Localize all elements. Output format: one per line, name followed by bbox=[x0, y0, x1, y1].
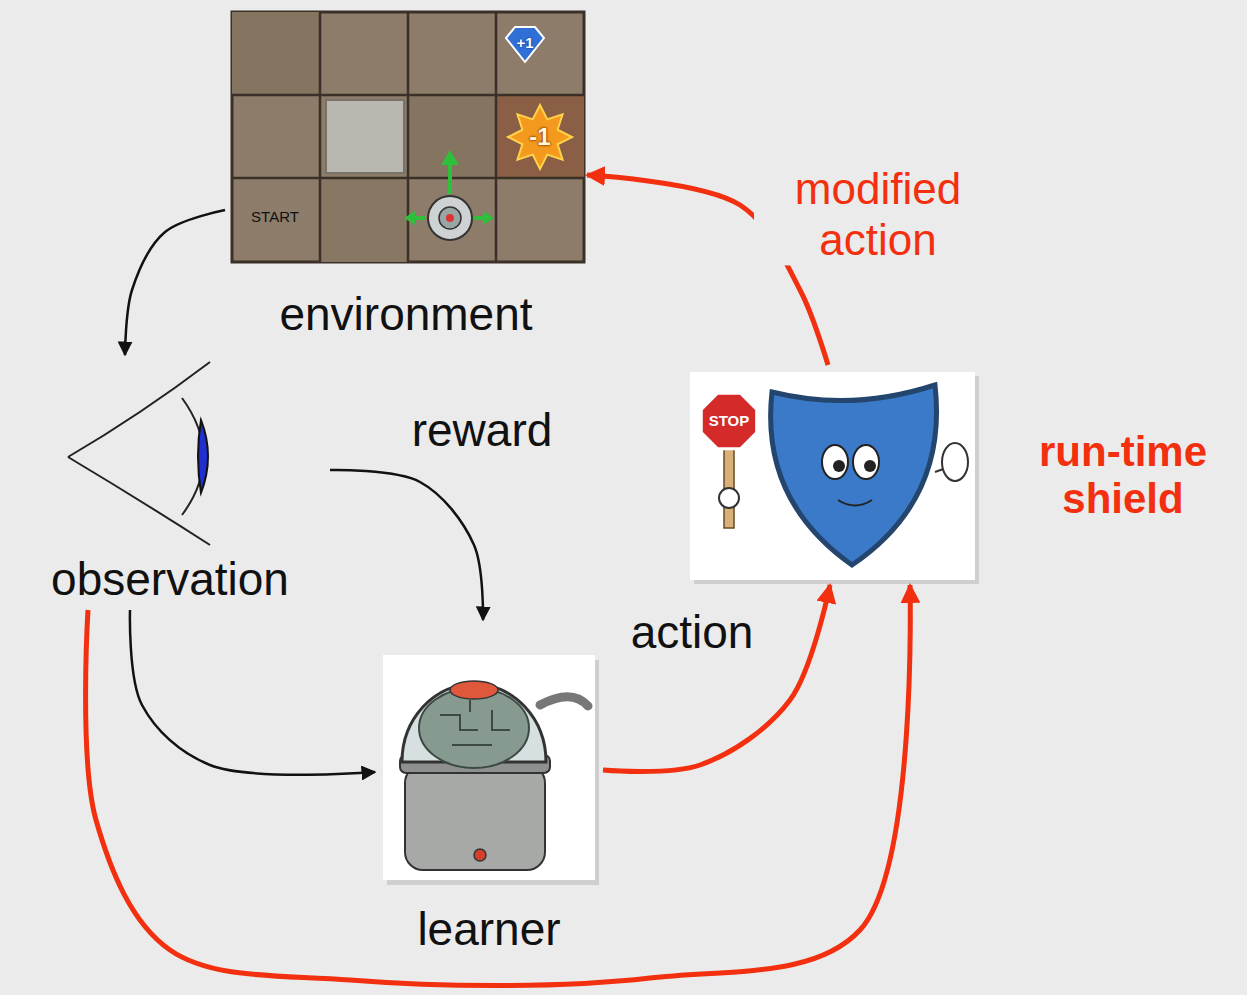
art-line bbox=[474, 216, 484, 220]
art-path bbox=[198, 420, 208, 493]
art-rect bbox=[405, 765, 545, 870]
observation-node: observation bbox=[10, 355, 330, 610]
art-path bbox=[440, 700, 510, 745]
art-circle bbox=[439, 207, 461, 229]
environment-node: environment bbox=[225, 5, 587, 345]
art-ellipse bbox=[419, 688, 529, 768]
art-rect bbox=[320, 178, 408, 262]
art-rect bbox=[383, 655, 595, 880]
art-line bbox=[407, 12, 410, 262]
edge-label-holder: action bbox=[627, 606, 758, 659]
reward-arrow bbox=[330, 470, 483, 620]
art-line bbox=[448, 162, 452, 194]
node-label: run-time shield bbox=[1007, 428, 1239, 522]
art-circle bbox=[833, 460, 845, 472]
penalty-value: -1 bbox=[529, 123, 550, 151]
start-label: START bbox=[251, 208, 299, 225]
art-circle bbox=[428, 196, 472, 240]
edge-label-holder: reward bbox=[408, 404, 557, 457]
observation-arrow bbox=[130, 610, 375, 775]
art-line bbox=[414, 216, 426, 220]
art-line bbox=[319, 12, 322, 262]
art-ellipse bbox=[822, 445, 848, 479]
label-holder: +1 bbox=[516, 34, 533, 51]
art-polygon bbox=[404, 211, 415, 225]
node-label: observation bbox=[51, 554, 289, 606]
art-circle bbox=[474, 849, 486, 861]
art-path bbox=[68, 457, 210, 545]
label-holder: START bbox=[251, 208, 299, 225]
eye-icon bbox=[68, 362, 210, 545]
stop-sign-text: STOP bbox=[709, 412, 750, 429]
art-path bbox=[771, 385, 937, 565]
art-rect bbox=[232, 12, 584, 262]
art-ellipse bbox=[942, 443, 968, 481]
art-polygon bbox=[441, 150, 459, 165]
learner-robot bbox=[383, 655, 599, 885]
flow-arrow bbox=[125, 210, 225, 355]
shield-node: run-time shield bbox=[685, 365, 1243, 585]
edge-label: reward bbox=[408, 404, 557, 457]
wall-block bbox=[326, 100, 404, 173]
art-rect bbox=[690, 372, 975, 580]
art-ellipse bbox=[853, 445, 879, 479]
art-rect bbox=[724, 440, 734, 528]
art-ellipse bbox=[450, 681, 498, 699]
art-path bbox=[540, 697, 588, 706]
art-polygon bbox=[701, 393, 756, 448]
art-line bbox=[232, 94, 584, 97]
action-arrow bbox=[603, 585, 830, 771]
edge-label-holder: modified action bbox=[754, 164, 1002, 265]
edge-label: modified action bbox=[754, 164, 1002, 265]
label-holder: -1 bbox=[529, 123, 550, 151]
art-path bbox=[838, 500, 872, 506]
reward-gem bbox=[506, 27, 544, 62]
node-label: environment bbox=[279, 289, 532, 341]
art-rect bbox=[496, 95, 584, 178]
move-arrows bbox=[404, 150, 494, 225]
penalty-burst bbox=[508, 105, 572, 169]
edge-label: action bbox=[627, 606, 758, 659]
agent-robot bbox=[428, 196, 472, 240]
art-line bbox=[232, 177, 584, 180]
label-holder: STOP bbox=[709, 412, 750, 429]
art-g bbox=[232, 12, 584, 262]
reward-value: +1 bbox=[516, 34, 533, 51]
shield-mascot bbox=[690, 372, 979, 584]
art-rect bbox=[232, 12, 320, 95]
shield-input-arrow bbox=[86, 585, 911, 986]
node-label: learner bbox=[417, 904, 560, 956]
art-circle bbox=[446, 214, 454, 222]
art-line bbox=[495, 12, 498, 262]
art-circle bbox=[864, 460, 876, 472]
learner-node: learner bbox=[375, 620, 603, 960]
art-circle bbox=[719, 488, 739, 508]
grid-world bbox=[232, 12, 584, 262]
art-polygon bbox=[483, 211, 494, 225]
